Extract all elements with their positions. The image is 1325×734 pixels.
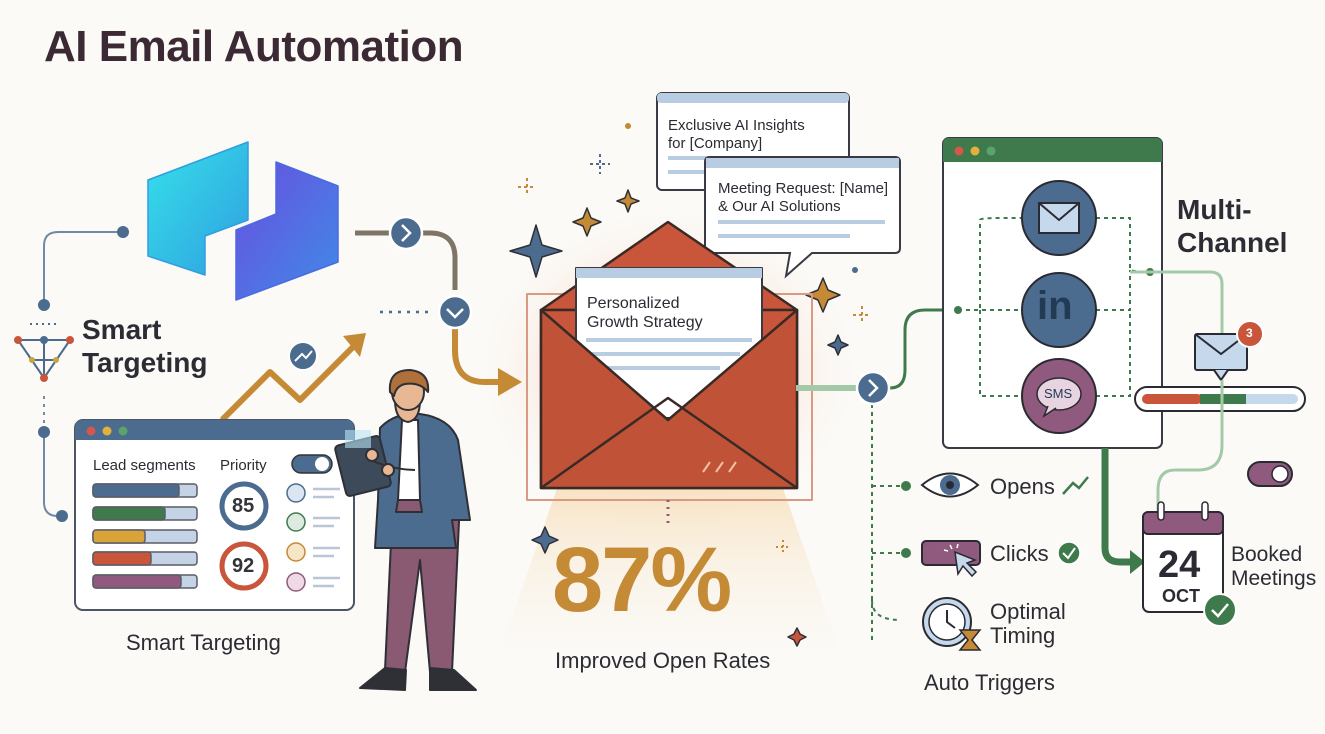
open-rate-stat: 87%	[552, 529, 732, 631]
linkedin-channel-icon	[1021, 272, 1097, 348]
email-card-1-line2: for [Company]	[668, 135, 763, 152]
person-with-tablet-illustration	[334, 369, 477, 691]
open-rate-label: Improved Open Rates	[555, 648, 771, 673]
priority-label: Priority	[220, 457, 267, 474]
plus-sparkles	[518, 123, 871, 554]
sms-text: SMS	[1044, 386, 1073, 401]
letter-line2: Growth Strategy	[587, 314, 703, 331]
calendar-connectors	[1101, 380, 1224, 574]
letter-line1: Personalized	[587, 295, 680, 312]
trigger-opens-label: Opens	[990, 474, 1055, 499]
tablet-glow	[345, 430, 371, 448]
page-title: AI Email Automation	[44, 22, 464, 71]
sparkle-icons	[509, 189, 849, 647]
green-flow-line	[796, 308, 945, 640]
flow-pipe	[355, 230, 522, 396]
trigger-clicks-label: Clicks	[990, 541, 1049, 566]
email-card-1-line1: Exclusive AI Insights	[668, 117, 805, 134]
check-icon	[1057, 541, 1081, 565]
linkedin-text: in	[1037, 284, 1073, 328]
trend-up-icon	[1062, 476, 1089, 495]
cursor-click-icon	[921, 540, 981, 578]
chevron-down-node-icon	[437, 294, 473, 330]
trigger-timing-label-2: Timing	[990, 623, 1056, 648]
chevron-right-node-icon	[388, 215, 424, 251]
logo-icon	[147, 141, 339, 301]
email-card-2	[704, 156, 901, 279]
progress-bar	[1134, 386, 1306, 412]
lead-segments-label: Lead segments	[93, 457, 196, 474]
multichannel-heading-1: Multi-	[1177, 194, 1252, 225]
email-card-2-line2: & Our AI Solutions	[718, 198, 841, 215]
email-card-2-line1: Meeting Request: [Name]	[718, 180, 889, 197]
booked-label-2: Meetings	[1231, 567, 1317, 590]
priority-score-2: 92	[232, 555, 255, 577]
booked-label-1: Booked	[1231, 543, 1303, 566]
calendar-icon	[1142, 501, 1237, 627]
envelope-icon	[526, 220, 813, 526]
multichannel-heading-2: Channel	[1177, 227, 1288, 258]
multichannel-window	[942, 137, 1163, 449]
eye-icon	[920, 472, 980, 498]
funnel-network-icon	[14, 323, 74, 382]
auto-triggers-caption: Auto Triggers	[924, 670, 1055, 695]
smart-targeting-caption: Smart Targeting	[126, 630, 281, 655]
clock-hourglass-icon	[922, 597, 982, 651]
calendar-day: 24	[1158, 544, 1201, 586]
smart-targeting-heading: Smart Targeting	[82, 314, 208, 378]
trigger-timing-label-1: Optimal	[990, 599, 1066, 624]
calendar-month: OCT	[1162, 586, 1200, 606]
light-beam	[490, 480, 850, 680]
notification-mail-icon	[1130, 270, 1264, 382]
priority-score-1: 85	[232, 495, 255, 517]
growth-arrow-icon	[219, 333, 366, 423]
lead-avatars	[286, 483, 340, 592]
lead-segment-panel	[74, 419, 355, 611]
notification-badge-count: 3	[1246, 326, 1253, 340]
chevron-right-node-icon	[855, 370, 891, 406]
